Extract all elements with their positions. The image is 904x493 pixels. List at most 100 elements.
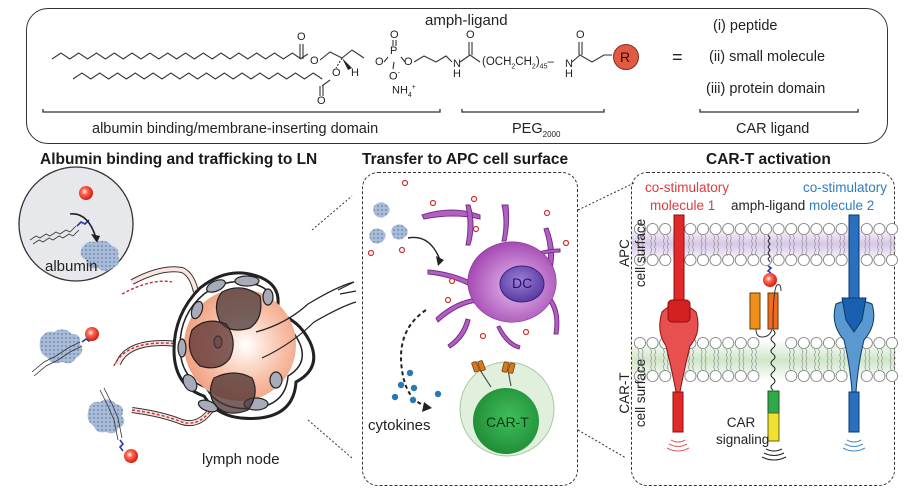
lipid-tail [893, 348, 896, 371]
lipid-head [822, 222, 836, 236]
lipid-head [772, 253, 785, 267]
cart-side-label-line1: CAR-T [617, 372, 632, 414]
lipid-head [860, 253, 873, 267]
lipid-head [709, 369, 722, 383]
lipid-head [684, 222, 697, 236]
lipid-head [696, 336, 710, 350]
lipid-head [885, 253, 899, 267]
lipid-tail [843, 234, 846, 257]
car-signal-domain-yellow [767, 412, 780, 442]
apc-side-label: APC cell surface [617, 213, 651, 293]
lipid-head [633, 369, 647, 383]
phosphate-o-minus: O- [389, 70, 400, 83]
cytokines-label: cytokines [368, 417, 431, 434]
left-panel-title: Albumin binding and trafficking to LN [40, 151, 318, 168]
lipid-tail [729, 348, 732, 371]
lipid-tail [666, 234, 669, 257]
signal-waves-car [761, 448, 787, 461]
lipid-head [873, 336, 886, 350]
lipid-head [659, 253, 672, 267]
lipid-tail [843, 348, 846, 371]
lipid-tail [751, 348, 753, 371]
carbonyl-o-lower: O [317, 95, 326, 107]
amide-h-2: H [565, 68, 573, 80]
lipid-tail [717, 348, 720, 371]
carbonyl-o-upper: O [297, 31, 306, 43]
lipid-tail [818, 348, 820, 371]
lipid-head [822, 253, 836, 267]
lipid-head [810, 369, 823, 383]
lipid-tail [881, 234, 883, 257]
carbamate-o: O [466, 29, 475, 41]
lipid-head [835, 222, 848, 236]
lipid-head [785, 222, 798, 236]
amph-ligand-head [763, 273, 777, 287]
ester-o-lower: O [332, 67, 341, 79]
lipid-head [734, 253, 747, 267]
lipid-tail [776, 234, 779, 257]
albumin-fragments [369, 202, 408, 244]
middle-panel-title: Transfer to APC cell surface [362, 151, 569, 168]
albumin-complex-2 [87, 387, 138, 463]
equals-sign: = [672, 47, 683, 67]
lipid-head [797, 336, 810, 350]
amph-ligand-tail [767, 234, 771, 263]
lipid-head [835, 253, 848, 267]
cart-side-label-line2: cell surface [633, 358, 648, 428]
lipid-tail [877, 348, 879, 371]
lipid-tail [826, 234, 829, 257]
costim-molecule-1 [659, 214, 699, 433]
lipid-head [785, 369, 798, 383]
lipid-head [747, 336, 760, 350]
binding-arrow-icon [69, 213, 97, 239]
lipid-head [759, 222, 773, 236]
lipid-tail [839, 348, 842, 371]
lipid-tail [641, 348, 644, 371]
lipid-head [822, 369, 836, 383]
lipid-tail [788, 234, 791, 257]
lipid-tail [755, 348, 757, 371]
lipid-head [860, 369, 873, 383]
signal-waves-1 [666, 439, 690, 452]
costim-molecule-2 [833, 214, 875, 433]
lipid-head [709, 336, 722, 350]
lipid-head [873, 369, 886, 383]
transfer-arrow-icon [407, 236, 441, 261]
lipid-head [797, 253, 810, 267]
lipid-tail [763, 234, 766, 257]
ester-o-upper: O [310, 55, 319, 67]
lipid-head [835, 369, 848, 383]
cart-side-label: CAR-T cell surface [617, 353, 651, 433]
lipid-tail [688, 234, 690, 257]
car-signaling-line1: CAR [726, 415, 756, 430]
albumin-label: albumin [45, 258, 98, 275]
lipid-tail [725, 234, 728, 257]
lymph-node-core [184, 289, 296, 401]
lipid-tail [788, 348, 791, 371]
ligand-ball-icon [79, 186, 93, 200]
lipid-tail [881, 348, 883, 371]
lipid-tail [792, 348, 795, 371]
phosphate-o-left: O [375, 56, 384, 68]
lipid-head [785, 253, 798, 267]
inset-lipid [29, 225, 80, 245]
ammonium-ion: NH4+ [392, 84, 416, 99]
lipid-tail [864, 348, 867, 371]
lipid-head [747, 369, 760, 383]
albumin-complex-1 [31, 327, 99, 377]
lipid-head [709, 253, 722, 267]
lipid-tail [889, 348, 892, 371]
lipid-head [696, 369, 710, 383]
lipid-head [734, 222, 747, 236]
lipid-head [659, 369, 672, 383]
bracket-albumin-domain [42, 109, 441, 113]
lipid-tail [801, 348, 804, 371]
lipid-head [696, 222, 710, 236]
amide-o: O [576, 29, 585, 41]
lipid-head [822, 336, 836, 350]
lipid-head [885, 222, 899, 236]
bracket-peg [461, 109, 605, 113]
phosphorus: P [390, 45, 398, 57]
lipid-tail [729, 234, 732, 257]
